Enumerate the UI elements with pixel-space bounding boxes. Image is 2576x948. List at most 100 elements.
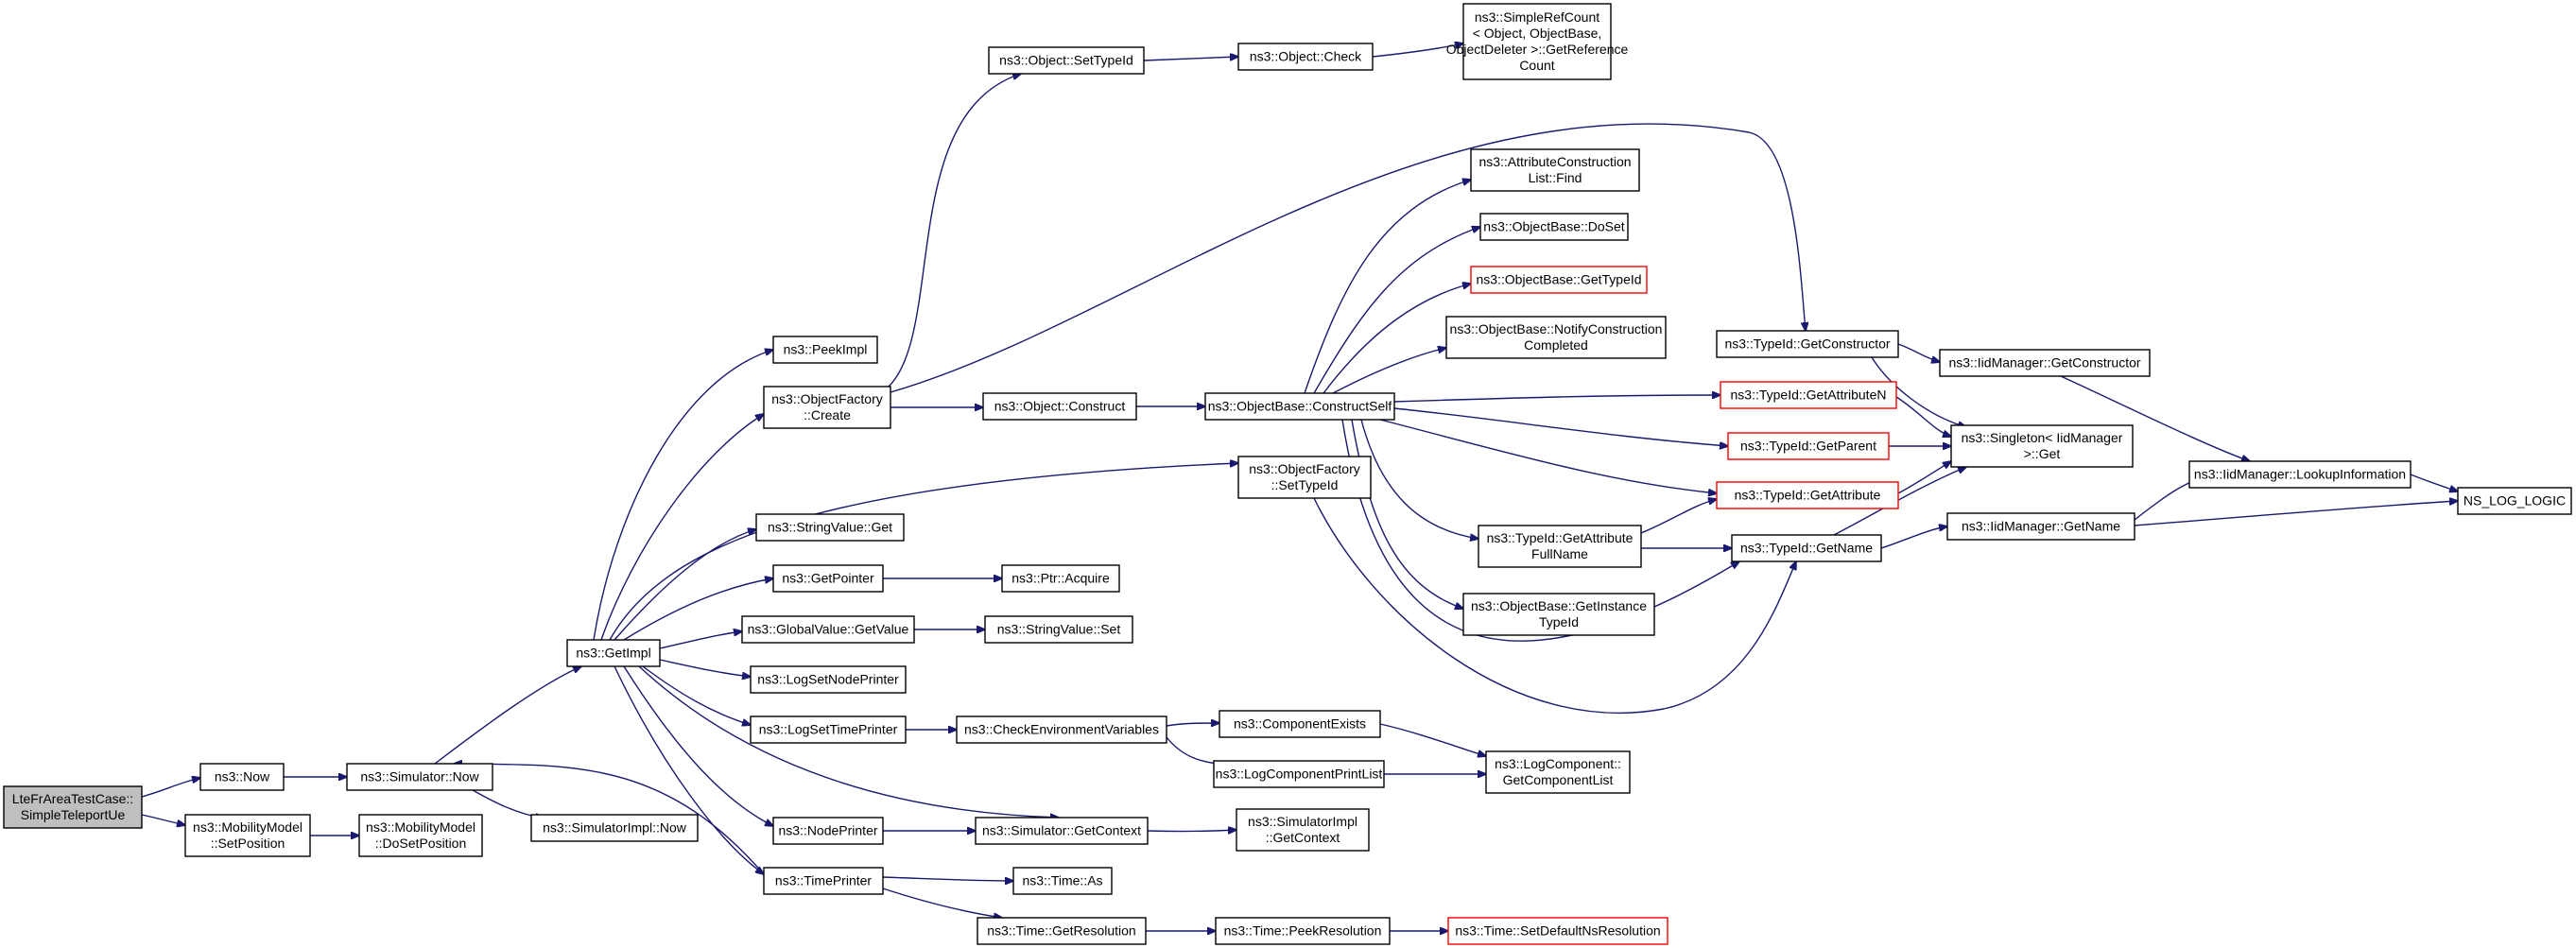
graph-node[interactable]: ns3::TypeId::GetParent [1727, 432, 1890, 460]
node-box[interactable] [1478, 525, 1642, 568]
graph-node[interactable]: NS_LOG_LOGIC [2457, 487, 2572, 515]
node-box[interactable] [988, 46, 1145, 75]
node-box[interactable] [1204, 392, 1395, 421]
node-box[interactable] [1470, 148, 1640, 192]
graph-node[interactable]: ns3::LogSetNodePrinter [750, 665, 907, 694]
node-box[interactable] [984, 615, 1133, 644]
node-box[interactable] [566, 639, 661, 667]
graph-node[interactable]: ns3::IidManager::GetConstructor [1939, 349, 2151, 377]
node-box[interactable] [199, 763, 285, 791]
node-box[interactable] [977, 917, 1147, 945]
graph-node[interactable]: ns3::GetImpl [566, 639, 661, 667]
graph-node[interactable]: ns3::TimePrinter [763, 867, 884, 895]
node-box[interactable] [1012, 867, 1113, 895]
graph-node[interactable]: ns3::TypeId::GetAttributeN [1720, 381, 1897, 409]
graph-node[interactable]: ns3::Simulator::GetContext [975, 817, 1149, 845]
node-box[interactable] [772, 817, 884, 845]
graph-node[interactable]: ns3::Singleton< IidManager>::Get [1950, 424, 2134, 468]
graph-node[interactable]: ns3::Time::SetDefaultNsResolution [1447, 917, 1668, 945]
graph-node[interactable]: ns3::IidManager::GetName [1946, 512, 2135, 541]
graph-node[interactable]: ns3::LogSetTimePrinter [750, 715, 907, 744]
node-box[interactable] [1731, 534, 1882, 562]
node-box[interactable] [1237, 456, 1372, 499]
node-box[interactable] [982, 392, 1137, 421]
graph-node[interactable]: ns3::Time::PeekResolution [1215, 917, 1391, 945]
node-box[interactable] [3, 785, 143, 829]
node-box[interactable] [2457, 487, 2572, 515]
graph-node[interactable]: ns3::NodePrinter [772, 817, 884, 845]
node-box[interactable] [2188, 460, 2412, 489]
node-box[interactable] [750, 665, 907, 694]
graph-node[interactable]: ns3::MobilityModel::SetPosition [184, 814, 311, 857]
graph-node[interactable]: ns3::Object::SetTypeId [988, 46, 1145, 75]
node-box[interactable] [1720, 381, 1897, 409]
node-box[interactable] [1727, 432, 1890, 460]
graph-node[interactable]: ns3::Time::GetResolution [977, 917, 1147, 945]
node-box[interactable] [1716, 481, 1899, 509]
node-box[interactable] [530, 814, 699, 842]
graph-node[interactable]: ns3::StringValue::Set [984, 615, 1133, 644]
node-box[interactable] [1215, 917, 1391, 945]
node-box[interactable] [1462, 593, 1655, 636]
node-box[interactable] [1447, 917, 1668, 945]
node-box[interactable] [358, 814, 483, 857]
node-box[interactable] [1485, 750, 1631, 794]
node-box[interactable] [1236, 808, 1370, 852]
graph-node[interactable]: ns3::Object::Construct [982, 392, 1137, 421]
graph-node[interactable]: ns3::LogComponentPrintList [1213, 760, 1385, 788]
graph-node[interactable]: ns3::Object::Check [1237, 43, 1374, 71]
graph-node[interactable]: ns3::SimpleRefCount< Object, ObjectBase,… [1446, 3, 1629, 80]
node-box[interactable] [1716, 330, 1899, 358]
graph-node[interactable]: ns3::ObjectBase::NotifyConstructionCompl… [1445, 316, 1667, 359]
node-box[interactable] [763, 386, 891, 429]
node-box[interactable] [1462, 3, 1612, 80]
node-box[interactable] [741, 615, 915, 644]
node-box[interactable] [1237, 43, 1374, 71]
node-box[interactable] [1939, 349, 2151, 377]
graph-node[interactable]: ns3::Now [199, 763, 285, 791]
node-box[interactable] [1946, 512, 2135, 541]
node-box[interactable] [772, 564, 884, 593]
node-box[interactable] [1445, 316, 1667, 359]
graph-node[interactable]: ns3::ObjectBase::DoSet [1479, 213, 1629, 241]
node-box[interactable] [1219, 710, 1381, 738]
node-box[interactable] [763, 867, 884, 895]
graph-node[interactable]: ns3::Simulator::Now [346, 763, 493, 791]
graph-node[interactable]: ns3::CheckEnvironmentVariables [956, 715, 1167, 744]
graph-node[interactable]: ns3::GetPointer [772, 564, 884, 593]
graph-node[interactable]: ns3::Ptr::Acquire [1001, 564, 1120, 593]
node-box[interactable] [772, 336, 878, 364]
graph-node[interactable]: ns3::TypeId::GetAttribute [1716, 481, 1899, 509]
node-box[interactable] [975, 817, 1149, 845]
node-box[interactable] [1950, 424, 2134, 468]
graph-node[interactable]: ns3::GlobalValue::GetValue [741, 615, 915, 644]
node-box[interactable] [1479, 213, 1629, 241]
graph-node[interactable]: ns3::IidManager::LookupInformation [2188, 460, 2412, 489]
graph-node[interactable]: ns3::ObjectBase::GetTypeId [1470, 266, 1648, 294]
graph-node[interactable]: ns3::Time::As [1012, 867, 1113, 895]
node-box[interactable] [1213, 760, 1385, 788]
node-box[interactable] [755, 513, 905, 542]
graph-node[interactable]: ns3::ObjectBase::ConstructSelf [1204, 392, 1395, 421]
graph-node[interactable]: ns3::TypeId::GetName [1731, 534, 1882, 562]
graph-node[interactable]: ns3::LogComponent::GetComponentList [1485, 750, 1631, 794]
node-box[interactable] [750, 715, 907, 744]
graph-node[interactable]: ns3::ComponentExists [1219, 710, 1381, 738]
graph-node[interactable]: ns3::ObjectFactory::Create [763, 386, 891, 429]
graph-node[interactable]: ns3::SimulatorImpl::GetContext [1236, 808, 1370, 852]
node-box[interactable] [956, 715, 1167, 744]
graph-node[interactable]: ns3::ObjectFactory::SetTypeId [1237, 456, 1372, 499]
graph-node[interactable]: ns3::MobilityModel::DoSetPosition [358, 814, 483, 857]
graph-node[interactable]: ns3::StringValue::Get [755, 513, 905, 542]
graph-node[interactable]: LteFrAreaTestCase::SimpleTeleportUe [3, 785, 143, 829]
node-box[interactable] [346, 763, 493, 791]
node-box[interactable] [1001, 564, 1120, 593]
node-box[interactable] [1470, 266, 1648, 294]
node-box[interactable] [184, 814, 311, 857]
graph-node[interactable]: ns3::TypeId::GetConstructor [1716, 330, 1899, 358]
graph-node[interactable]: ns3::PeekImpl [772, 336, 878, 364]
graph-node[interactable]: ns3::SimulatorImpl::Now [530, 814, 699, 842]
